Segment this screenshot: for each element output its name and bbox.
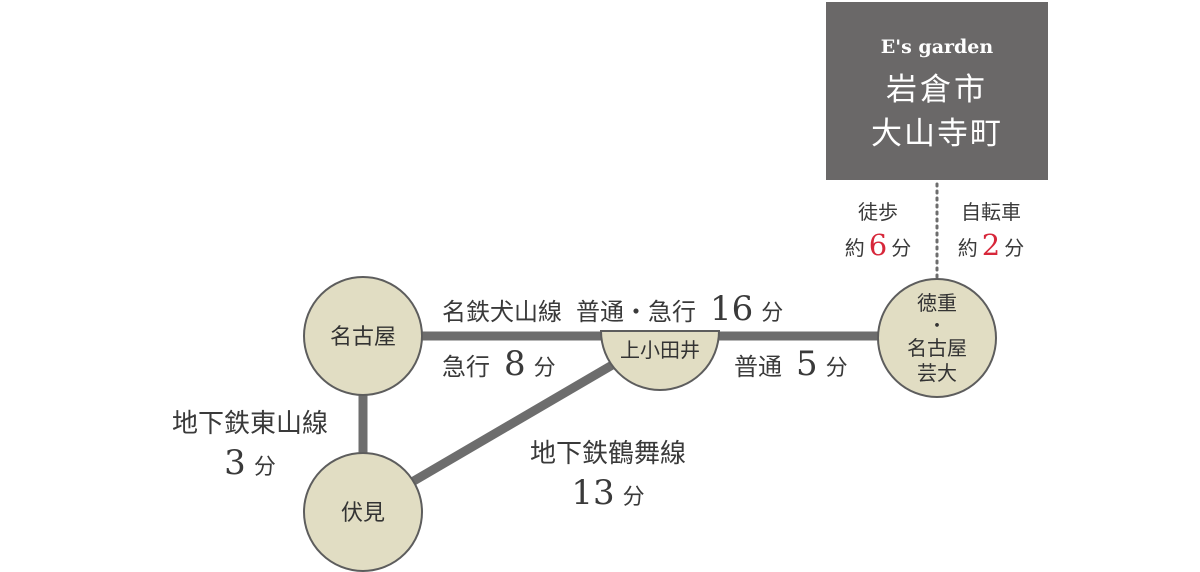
station-tokushige-label-3: 芸大	[917, 361, 957, 385]
bike-label: 自転車	[961, 200, 1021, 224]
station-nagoya	[303, 276, 423, 396]
destination-brand: E's garden	[881, 36, 994, 58]
meitetsu-service: 普通・急行	[576, 298, 696, 326]
walk-unit: 分	[891, 236, 911, 260]
kamiotai-tokushige-minutes: 5	[796, 344, 818, 384]
destination-box	[826, 2, 1048, 180]
higashiyama-unit: 分	[254, 455, 276, 480]
nagoya-kamiotai-minutes: 8	[504, 344, 526, 384]
higashiyama-name: 地下鉄東山線	[172, 409, 328, 439]
walk-label: 徒歩	[858, 200, 898, 224]
nagoya-kamiotai-unit: 分	[534, 356, 556, 381]
tsurumai-unit: 分	[623, 485, 645, 510]
bike-prefix: 約	[958, 236, 978, 260]
tsurumai-minutes: 13	[571, 473, 614, 513]
tsurumai-name: 地下鉄鶴舞線	[530, 439, 686, 469]
tsurumai-time: 13 分	[571, 473, 644, 513]
station-kamiotai	[599, 330, 721, 391]
station-tokushige-label-1: 徳重	[917, 291, 957, 315]
destination-town: 大山寺町	[871, 116, 1003, 152]
station-tokushige-label-2: 名古屋	[907, 336, 967, 360]
bike-unit: 分	[1004, 236, 1024, 260]
station-fushimi-label: 伏見	[341, 501, 385, 526]
kamiotai-tokushige-unit: 分	[826, 356, 848, 381]
tsurumai-line	[409, 360, 617, 486]
meitetsu-label: 名鉄犬山線普通・急行 16 分	[442, 289, 783, 329]
walk-prefix: 約	[845, 236, 865, 260]
meitetsu-name: 名鉄犬山線	[442, 298, 562, 326]
higashiyama-minutes: 3	[224, 443, 246, 483]
station-kamiotai-label: 上小田井	[620, 338, 700, 362]
station-tokushige-dot: ・	[928, 316, 946, 337]
station-nagoya-label: 名古屋	[330, 325, 396, 350]
meitetsu-minutes: 16	[710, 289, 753, 329]
meitetsu-unit: 分	[761, 301, 783, 326]
kamiotai-tokushige-service: 普通	[734, 353, 782, 381]
destination-city: 岩倉市	[886, 72, 988, 108]
station-fushimi	[303, 452, 423, 572]
station-tokushige	[877, 278, 997, 398]
walk-minutes: 6	[869, 228, 887, 262]
bike-minutes: 2	[982, 228, 1000, 262]
nagoya-kamiotai-service: 急行	[442, 353, 490, 381]
